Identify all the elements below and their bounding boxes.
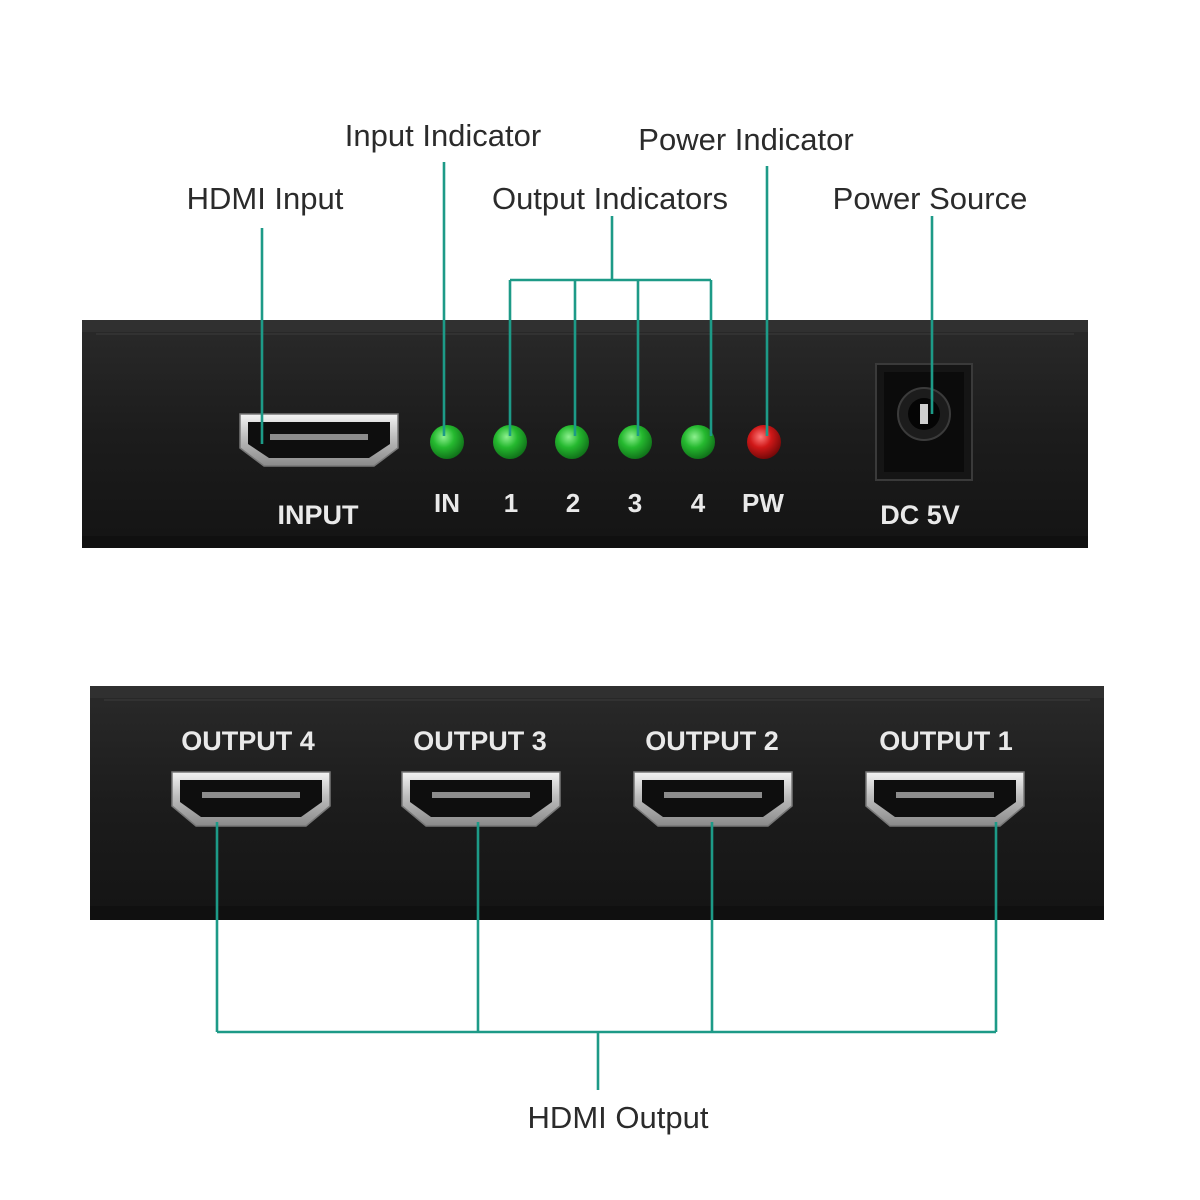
output-2-label: OUTPUT 2 [645, 726, 779, 756]
back-panel-top-lip [90, 686, 1104, 698]
indicator-label-4: 4 [691, 488, 706, 518]
input-port-label: INPUT [278, 500, 360, 530]
callout-hdmi-input: HDMI Input [187, 181, 344, 216]
callout-hdmi-output: HDMI Output [528, 1100, 709, 1135]
back-panel-body [90, 686, 1104, 920]
led-2 [555, 425, 589, 459]
led-indicator-icon [430, 425, 781, 459]
led-3 [618, 425, 652, 459]
callout-power-source: Power Source [833, 181, 1028, 216]
hdmi-port-icon[interactable] [633, 771, 793, 827]
indicator-label-1: 1 [504, 488, 518, 518]
led-pw [747, 425, 781, 459]
callout-output-indicators: Output Indicators [492, 181, 728, 216]
front-panel-bottom-lip [82, 536, 1088, 548]
back-panel-bottom-lip [90, 906, 1104, 920]
hdmi-port-icon[interactable] [401, 771, 561, 827]
led-1 [493, 425, 527, 459]
indicator-label-in: IN [434, 488, 460, 518]
indicator-label-pw: PW [742, 488, 784, 518]
callout-input-indicator: Input Indicator [345, 118, 541, 153]
callout-leader-lines [215, 162, 998, 1090]
output-4-label: OUTPUT 4 [181, 726, 315, 756]
front-panel: INPUT IN 1 2 3 4 PW DC 5V [82, 320, 1088, 548]
output-3-label: OUTPUT 3 [413, 726, 547, 756]
front-panel-top-lip [82, 320, 1088, 332]
back-panel: OUTPUT 4 OUTPUT 3 OUTPUT 2 OUTPUT 1 [90, 686, 1104, 920]
indicator-label-2: 2 [566, 488, 580, 518]
led-in [430, 425, 464, 459]
led-4 [681, 425, 715, 459]
output-1-label: OUTPUT 1 [879, 726, 1013, 756]
power-jack-label: DC 5V [880, 500, 960, 530]
indicator-label-3: 3 [628, 488, 642, 518]
hdmi-port-icon[interactable] [239, 413, 399, 467]
dc-power-jack-icon[interactable] [875, 363, 973, 481]
callout-power-indicator: Power Indicator [638, 122, 853, 157]
hdmi-port-icon[interactable] [865, 771, 1025, 827]
hdmi-port-icon[interactable] [171, 771, 331, 827]
